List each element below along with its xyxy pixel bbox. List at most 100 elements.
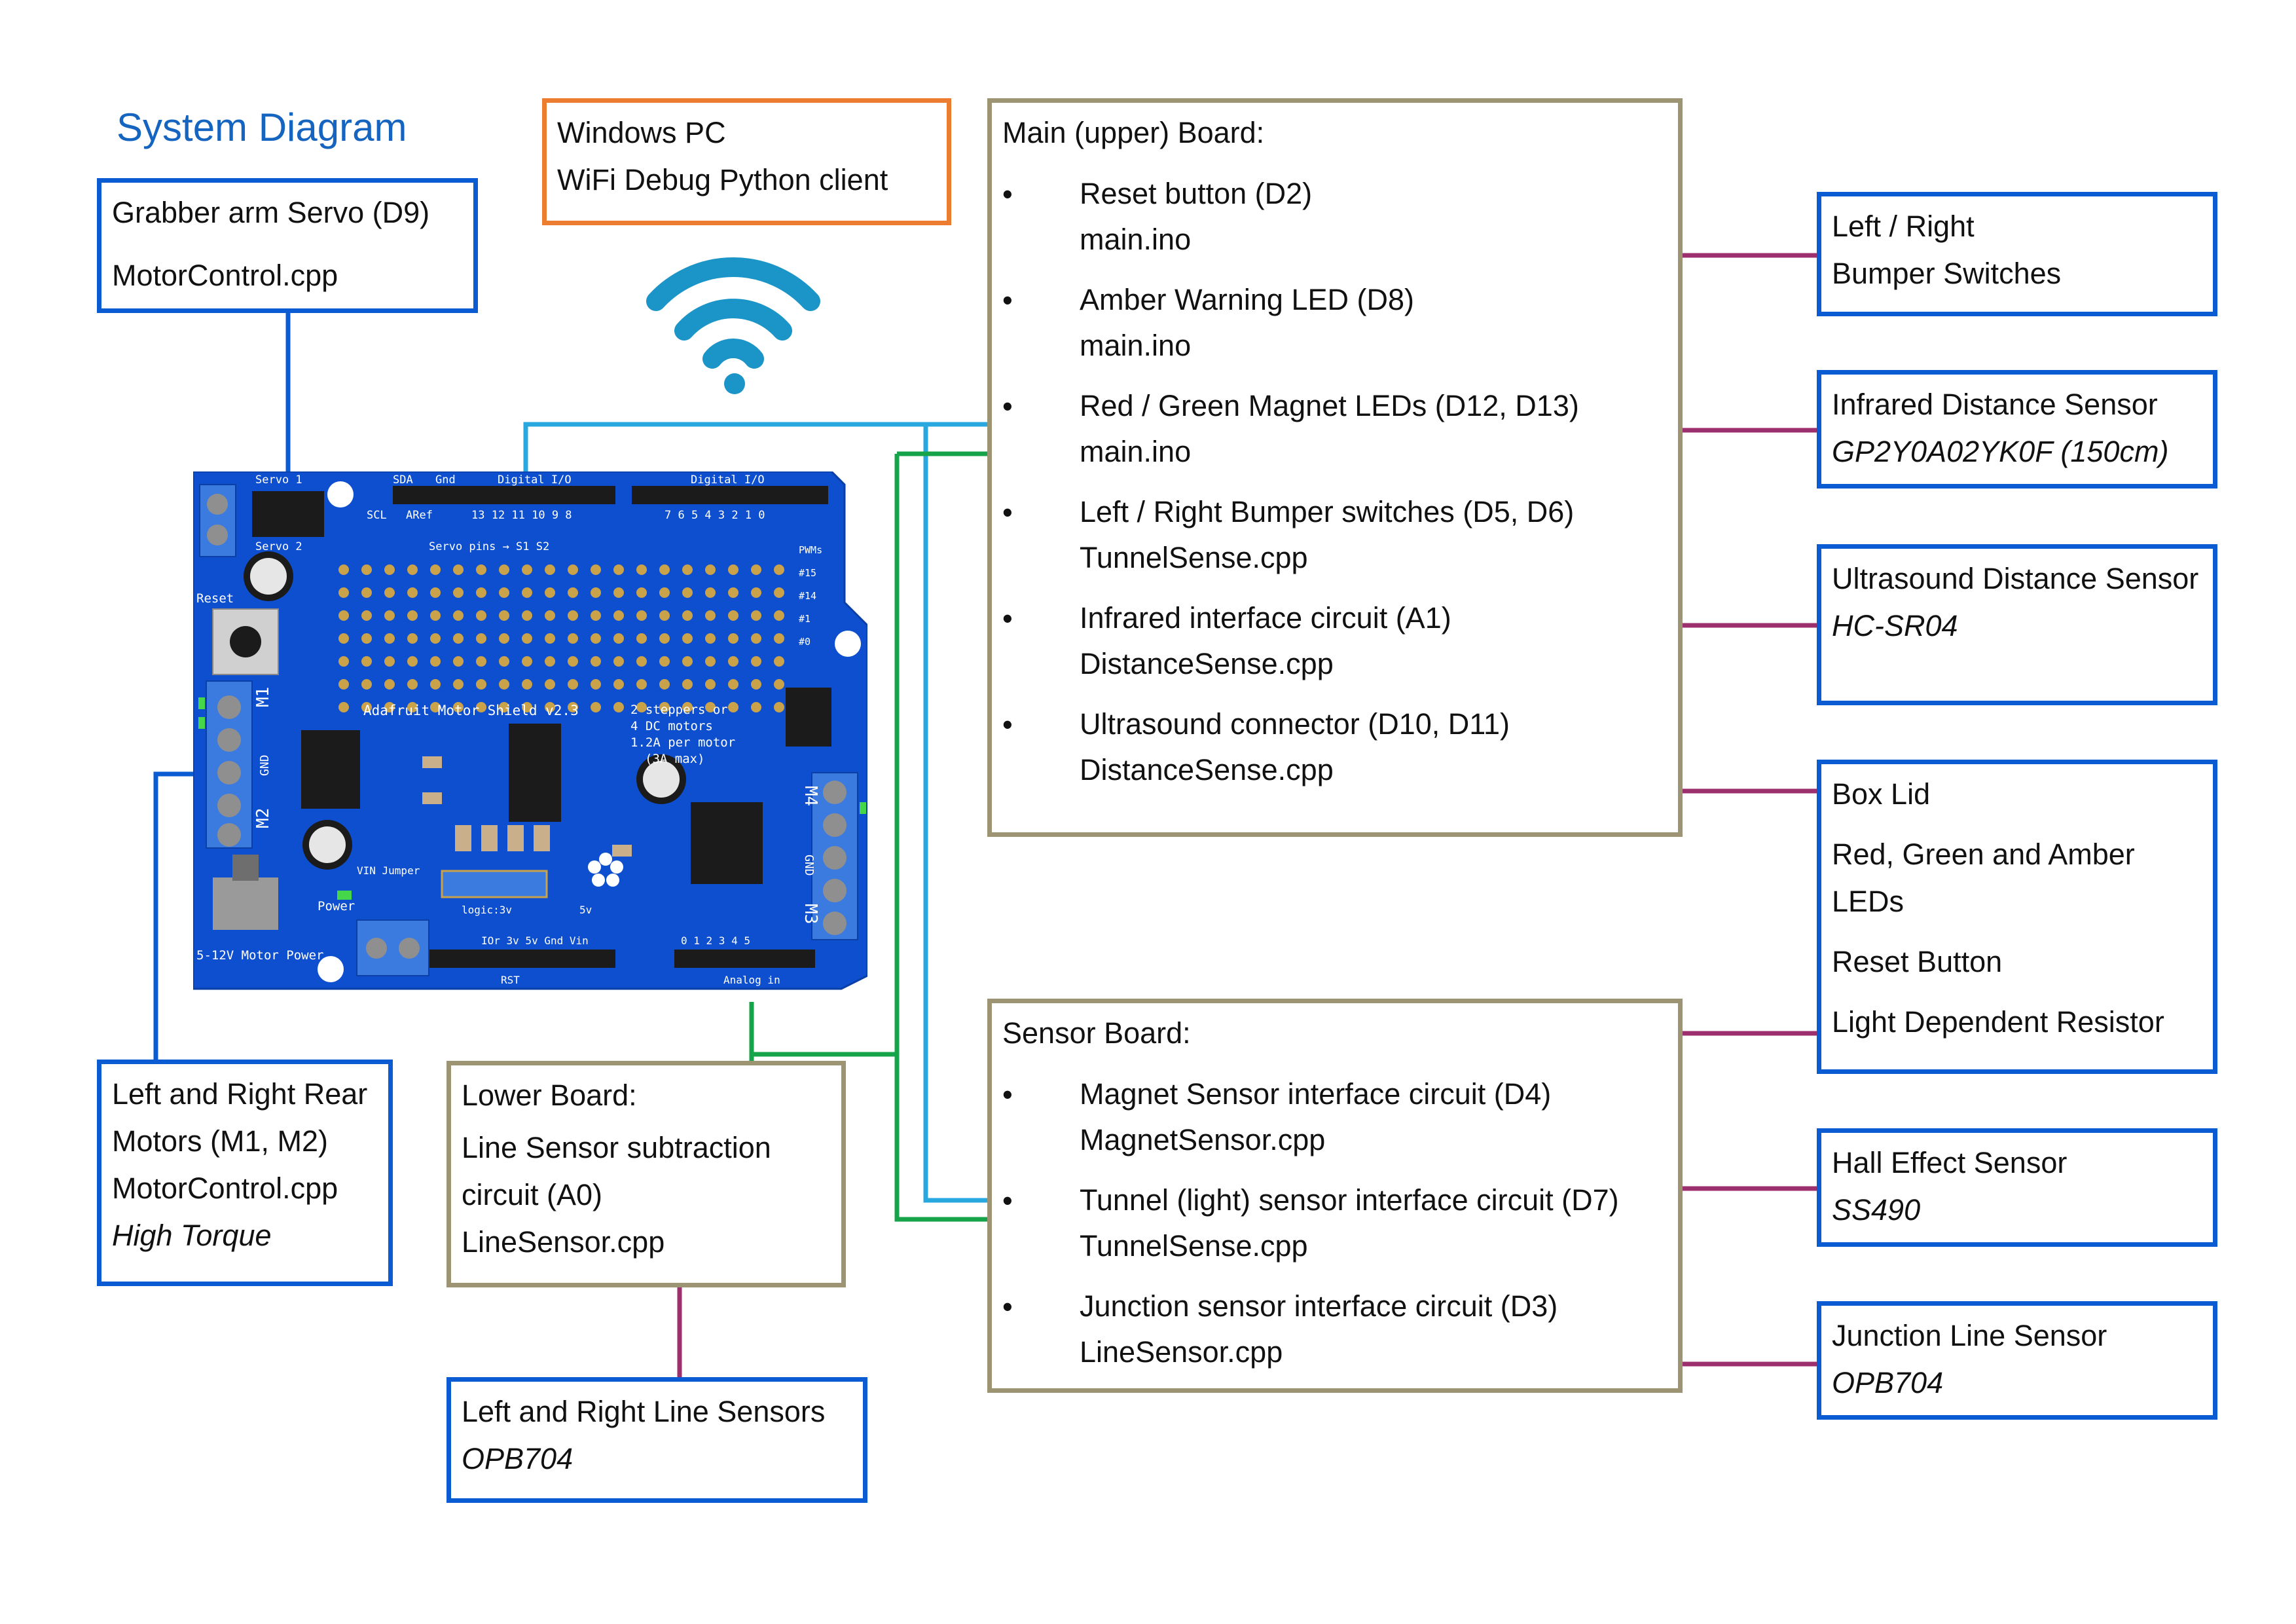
label-5v: 5v <box>579 904 592 916</box>
motors-file: MotorControl.cpp <box>112 1172 338 1205</box>
infrared-sensor-box: Infrared Distance Sensor GP2Y0A02YK0F (1… <box>1817 370 2217 489</box>
sensor-board-box: Sensor Board: Magnet Sensor interface ci… <box>987 999 1683 1393</box>
line-motors-shield <box>153 771 196 1061</box>
item-file: MagnetSensor.cpp <box>1080 1123 1326 1156</box>
motors-title: Left and Right Rear Motors (M1, M2) <box>112 1077 368 1158</box>
label-p0: #0 <box>799 636 811 648</box>
item-name: Infrared interface circuit (A1) <box>1080 601 1451 635</box>
label-servo1: Servo 1 <box>255 473 302 487</box>
motor-shield-graphic: Servo 1 Servo 2 SDA Gnd Digital I/O Digi… <box>192 470 869 990</box>
item-name: Amber Warning LED (D8) <box>1080 283 1414 316</box>
hall-part: SS490 <box>1832 1193 1921 1227</box>
lower-board-box: Lower Board: Line Sensor subtraction cir… <box>446 1061 846 1287</box>
hall-sensor-box: Hall Effect Sensor SS490 <box>1817 1128 2217 1247</box>
item-name: Red / Green Magnet LEDs (D12, D13) <box>1080 389 1579 422</box>
item-file: main.ino <box>1080 435 1192 468</box>
label-logic: logic:3v <box>462 904 512 916</box>
wifi-icon <box>646 257 820 394</box>
label-motor-power: 5-12V Motor Power <box>196 948 323 963</box>
label-m2: M2 <box>253 808 273 828</box>
main-board-list: Reset button (D2) main.ino Amber Warning… <box>1002 171 1667 793</box>
line-cyan-main <box>523 422 989 477</box>
main-board-title: Main (upper) Board: <box>1002 116 1265 149</box>
bumper-line1: Left / Right <box>1832 210 1975 243</box>
list-item: Ultrasound connector (D10, D11) Distance… <box>1002 701 1667 793</box>
box-lid-item: Red, Green and Amber LEDs <box>1832 838 2135 918</box>
box-lid-item: Reset Button <box>1832 945 2003 978</box>
line-green-lower <box>749 1002 897 1057</box>
bumper-line2: Bumper Switches <box>1832 257 2062 290</box>
label-pins-top: 13 12 11 10 9 8 <box>471 509 572 522</box>
motor-shield-board: Servo 1 Servo 2 SDA Gnd Digital I/O Digi… <box>192 470 869 999</box>
junction-sensor-box: Junction Line Sensor OPB704 <box>1817 1301 2217 1420</box>
grabber-servo-box: Grabber arm Servo (D9) MotorControl.cpp <box>97 178 478 313</box>
list-item: Amber Warning LED (D8) main.ino <box>1002 277 1667 369</box>
ultrasound-part: HC-SR04 <box>1832 609 1958 642</box>
label-pins-top2: 7 6 5 4 3 2 1 0 <box>665 509 765 522</box>
list-item: Reset button (D2) main.ino <box>1002 171 1667 263</box>
hall-title: Hall Effect Sensor <box>1832 1146 2068 1179</box>
infrared-title: Infrared Distance Sensor <box>1832 388 2158 421</box>
adafruit-flower-icon <box>588 853 623 887</box>
bumper-switches-box: Left / Right Bumper Switches <box>1817 192 2217 316</box>
label-desc2: 4 DC motors <box>630 719 713 733</box>
list-item: Red / Green Magnet LEDs (D12, D13) main.… <box>1002 383 1667 475</box>
label-sda: SDA <box>393 473 413 487</box>
item-file: LineSensor.cpp <box>1080 1335 1283 1369</box>
label-m3: M3 <box>801 904 820 924</box>
item-name: Junction sensor interface circuit (D3) <box>1080 1289 1558 1323</box>
lower-board-item: Line Sensor subtraction circuit (A0) <box>462 1131 771 1211</box>
item-file: DistanceSense.cpp <box>1080 647 1334 680</box>
label-bottom-pins: IOr 3v 5v Gnd Vin <box>481 934 589 947</box>
line-sensors-box: Left and Right Line Sensors OPB704 <box>446 1377 867 1503</box>
sensor-board-list: Magnet Sensor interface circuit (D4) Mag… <box>1002 1071 1667 1375</box>
list-item: Tunnel (light) sensor interface circuit … <box>1002 1177 1667 1269</box>
label-gnd-side2: GND <box>802 855 816 876</box>
label-p14: #14 <box>799 590 816 602</box>
lower-board-title: Lower Board: <box>462 1079 637 1112</box>
label-gnd-side: GND <box>258 754 272 776</box>
label-pwms: PWMs <box>799 544 822 556</box>
label-reset: Reset <box>196 591 234 606</box>
label-desc3: 1.2A per motor <box>630 735 735 750</box>
label-m1: M1 <box>253 687 273 707</box>
label-p15: #15 <box>799 567 816 579</box>
junction-title: Junction Line Sensor <box>1832 1319 2107 1352</box>
item-file: main.ino <box>1080 329 1192 362</box>
line-sensors-part: OPB704 <box>462 1442 574 1475</box>
line-cyan-sensor <box>923 424 989 1203</box>
line-green-sensor <box>894 454 989 1222</box>
line-sensors-title: Left and Right Line Sensors <box>462 1395 826 1428</box>
item-name: Tunnel (light) sensor interface circuit … <box>1080 1183 1619 1217</box>
windows-pc-subtitle: WiFi Debug Python client <box>557 163 888 196</box>
item-name: Magnet Sensor interface circuit (D4) <box>1080 1077 1552 1111</box>
rear-motors-box: Left and Right Rear Motors (M1, M2) Moto… <box>97 1060 393 1286</box>
box-lid-box: Box Lid Red, Green and Amber LEDs Reset … <box>1817 760 2217 1074</box>
label-m4: M4 <box>801 786 820 806</box>
item-file: DistanceSense.cpp <box>1080 753 1334 786</box>
label-aref: ARef <box>406 509 433 522</box>
ultrasound-sensor-box: Ultrasound Distance Sensor HC-SR04 <box>1817 544 2217 705</box>
label-analog-pins: 0 1 2 3 4 5 <box>681 934 750 947</box>
infrared-part: GP2Y0A02YK0F (150cm) <box>1832 435 2169 468</box>
page-title: System Diagram <box>117 105 407 149</box>
sensor-board-title: Sensor Board: <box>1002 1016 1191 1050</box>
label-analog: Analog in <box>723 974 780 986</box>
label-desc4: (3A max) <box>645 752 705 766</box>
item-name: Left / Right Bumper switches (D5, D6) <box>1080 495 1575 528</box>
grabber-file: MotorControl.cpp <box>112 259 338 292</box>
box-lid-title: Box Lid <box>1832 777 1931 811</box>
label-shield-name: Adafruit Motor Shield v2.3 <box>363 703 579 718</box>
item-file: main.ino <box>1080 223 1192 256</box>
label-digital2: Digital I/O <box>691 473 765 487</box>
list-item: Magnet Sensor interface circuit (D4) Mag… <box>1002 1071 1667 1163</box>
item-name: Ultrasound connector (D10, D11) <box>1080 707 1510 741</box>
label-servo-pins: Servo pins → S1 S2 <box>429 540 549 553</box>
label-power: Power <box>318 899 355 913</box>
windows-pc-box: Windows PC WiFi Debug Python client <box>542 98 951 225</box>
label-rst: RST <box>501 974 520 986</box>
grabber-title: Grabber arm Servo (D9) <box>112 196 430 229</box>
item-file: TunnelSense.cpp <box>1080 1229 1308 1263</box>
label-scl: SCL <box>367 509 387 522</box>
